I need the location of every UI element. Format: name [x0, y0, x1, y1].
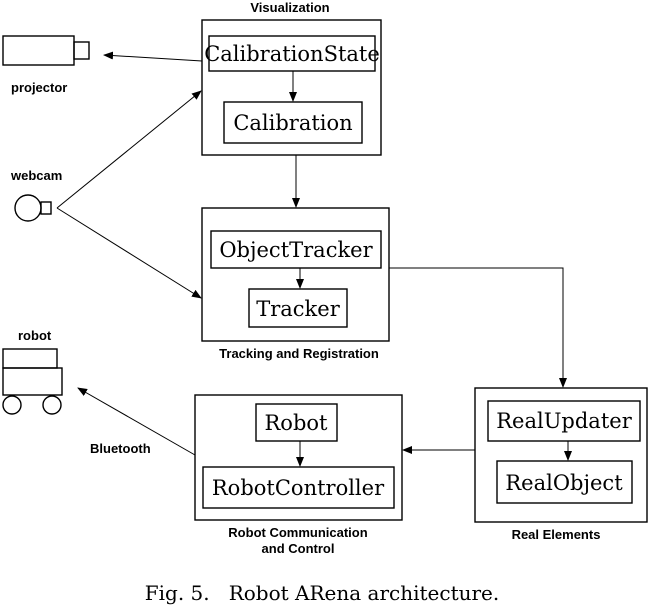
robot-comm-group: Robot RobotController Robot Communicatio…: [194, 394, 403, 556]
robot-comm-title-line2: and Control: [262, 541, 335, 556]
tracker-label: Tracker: [256, 297, 340, 321]
webcam-device: webcam: [10, 168, 62, 222]
robot-comm-title-line1: Robot Communication: [228, 525, 367, 540]
visualization-title: Visualization: [250, 0, 329, 15]
robot-box: [255, 403, 338, 442]
visualization-frame: [201, 19, 382, 156]
robot-label: Robot: [265, 411, 329, 435]
real-elements-frame: [474, 387, 648, 523]
figure-caption: Fig. 5. Robot ARena architecture.: [145, 581, 500, 605]
robot-device: robot: [2, 328, 63, 415]
calibration-box: [223, 101, 363, 144]
webcam-to-visualization-arrow: [56, 90, 202, 209]
real-elements-title: Real Elements: [512, 527, 601, 542]
robot-controller-label: RobotController: [212, 476, 385, 500]
webcam-label: webcam: [10, 168, 62, 183]
tracker-box: [248, 288, 348, 328]
calibration-state-label: CalibrationState: [204, 42, 380, 66]
real-object-box: [496, 460, 633, 504]
robot-device-label: robot: [18, 328, 52, 343]
projector-icon: [2, 35, 90, 66]
tracking-to-real-elements-arrow: [389, 267, 567, 388]
visualization-to-projector-arrow: [103, 51, 203, 62]
projector-label: projector: [11, 80, 67, 95]
real-object-label: RealObject: [505, 471, 623, 495]
real-updater-box: [487, 400, 641, 442]
object-tracker-label: ObjectTracker: [219, 238, 373, 262]
visualization-group: Visualization CalibrationState Calibrati…: [201, 0, 382, 156]
webcam-to-tracking-arrow: [56, 207, 202, 299]
tracking-title: Tracking and Registration: [219, 346, 379, 361]
robot-comm-to-robot-arrow: [77, 387, 196, 456]
real-elements-group: RealUpdater RealObject Real Elements: [474, 387, 648, 542]
robot-icon: [2, 348, 63, 415]
robot-comm-frame: [194, 394, 403, 521]
object-tracker-box: [210, 230, 382, 269]
real-updater-label: RealUpdater: [496, 409, 632, 433]
calibration-label: Calibration: [233, 111, 352, 135]
webcam-icon: [14, 194, 52, 222]
projector-device: projector: [2, 35, 90, 95]
robot-controller-box: [202, 466, 395, 509]
calibration-state-box: [208, 35, 376, 72]
bluetooth-label: Bluetooth: [90, 441, 151, 456]
tracking-group: ObjectTracker Tracker Tracking and Regis…: [201, 207, 390, 361]
tracking-frame: [201, 207, 390, 342]
